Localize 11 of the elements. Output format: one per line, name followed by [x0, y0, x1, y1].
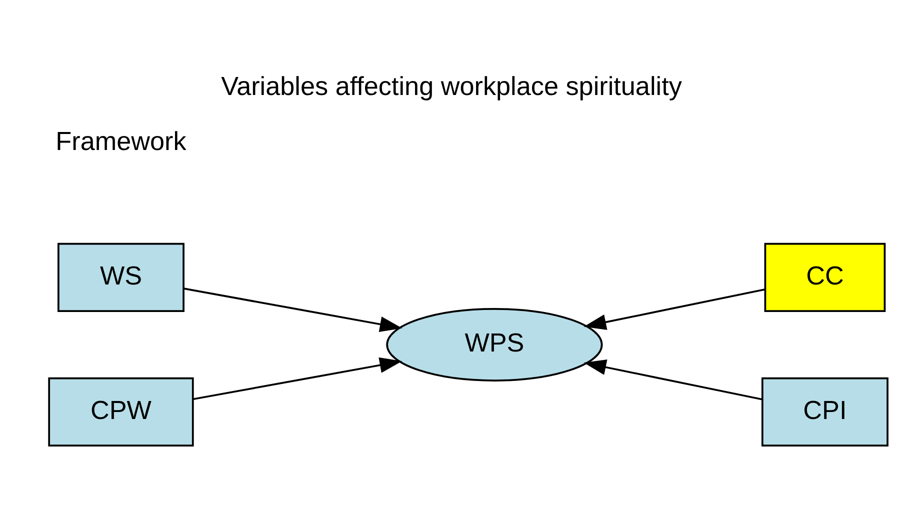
arrow — [184, 288, 402, 332]
node-box: WS — [58, 242, 184, 312]
diagram-title: Variables affecting workplace spirituality — [221, 70, 682, 101]
arrow — [193, 357, 402, 400]
node-box: CPW — [48, 377, 194, 446]
node-box: CC — [764, 242, 886, 312]
arrow — [584, 360, 762, 400]
arrow — [584, 288, 766, 330]
node-box: CPI — [761, 377, 888, 446]
label: Framework — [56, 126, 186, 156]
node-ellipse: WPS — [386, 308, 603, 382]
